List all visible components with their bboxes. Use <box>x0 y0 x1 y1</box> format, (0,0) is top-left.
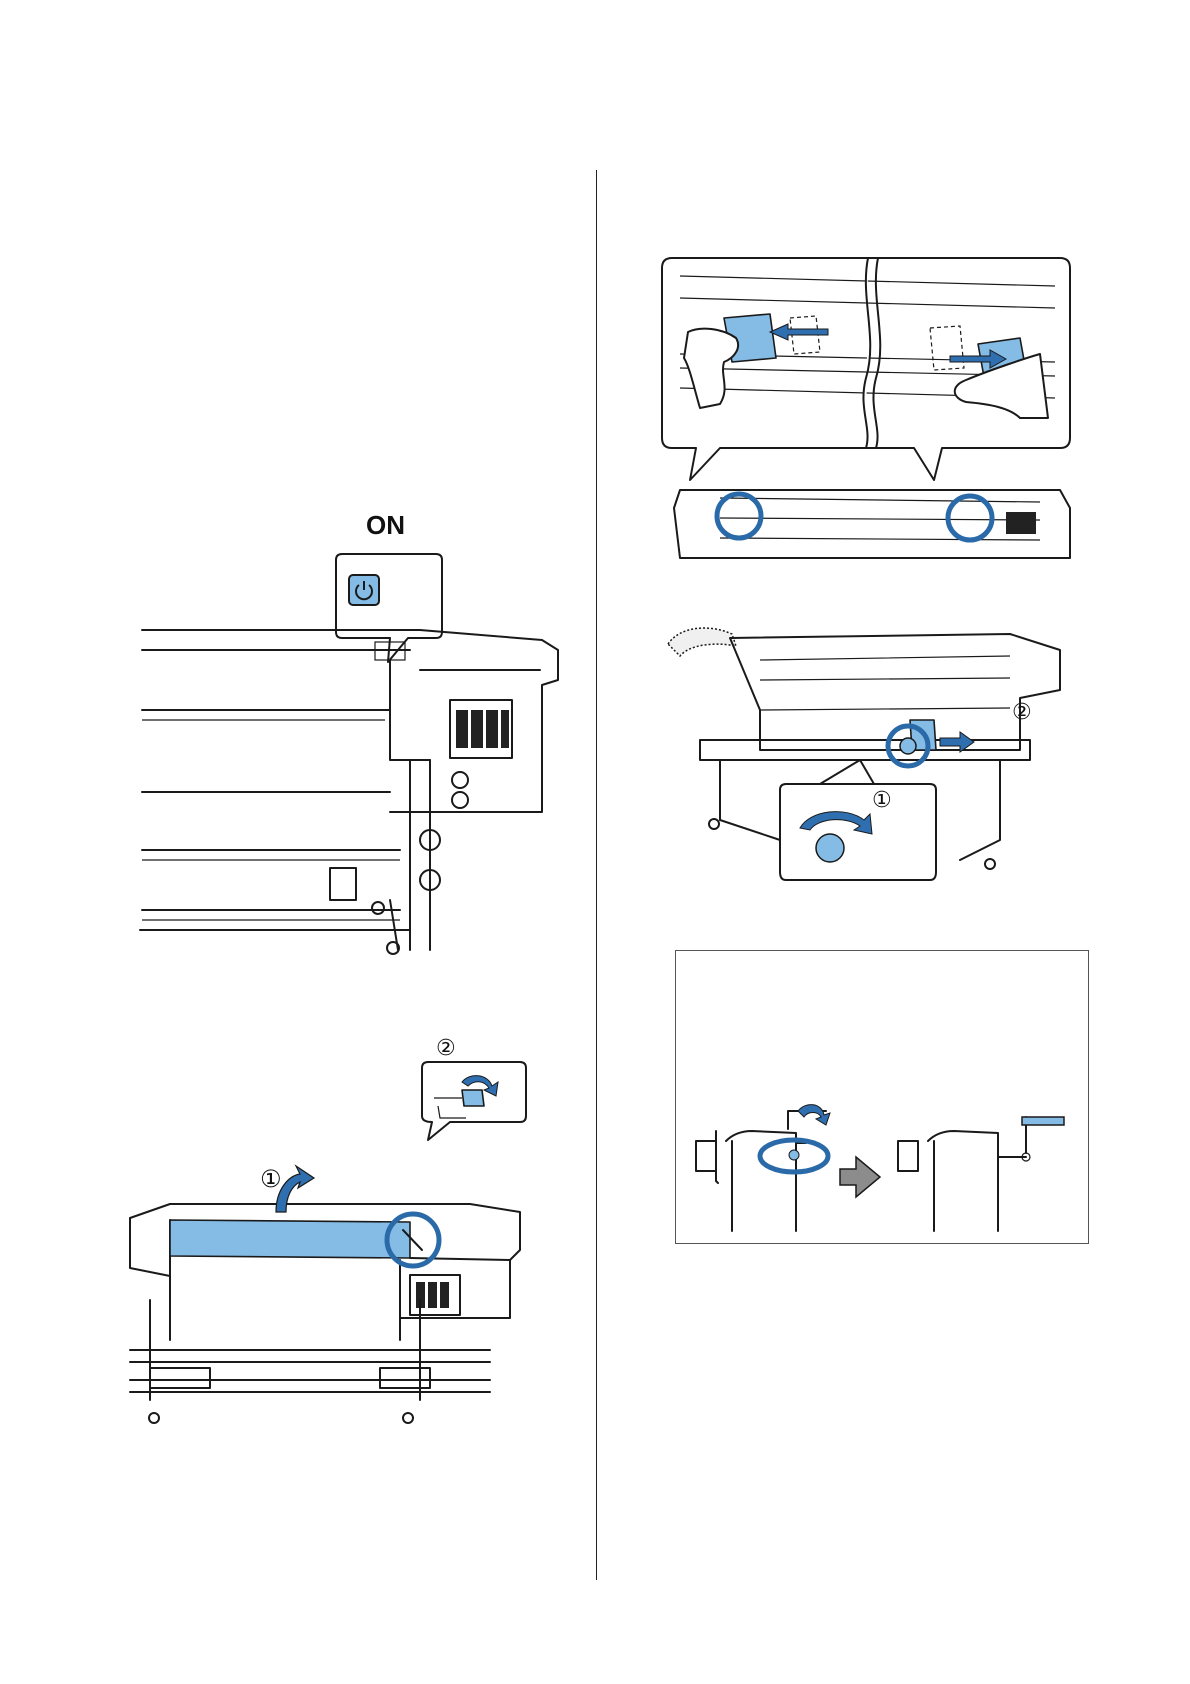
figure-media-plates <box>660 258 1070 568</box>
media-plates-illustration <box>660 258 1070 568</box>
power-icon <box>348 574 380 606</box>
figure-power-on: ON <box>130 510 570 1030</box>
power-button <box>348 574 380 606</box>
handle-illustration <box>676 951 1090 1245</box>
rotate-arrow-icon <box>798 1105 830 1125</box>
curved-arrow-icon <box>276 1166 314 1212</box>
figure-open-cover: ① ② <box>110 1100 570 1440</box>
step-2-label: ② <box>436 1036 456 1061</box>
step-1-label: ① <box>872 788 892 813</box>
right-arrow-icon <box>840 1157 880 1197</box>
step-2-label: ② <box>1012 700 1032 725</box>
note-box <box>675 950 1089 1244</box>
figure-take-up-roll: ① ② <box>660 620 1070 920</box>
take-up-roll-illustration <box>660 620 1070 920</box>
column-divider <box>596 170 597 1580</box>
step-1-label: ① <box>260 1165 282 1193</box>
printer-cover-illustration <box>110 1100 570 1440</box>
